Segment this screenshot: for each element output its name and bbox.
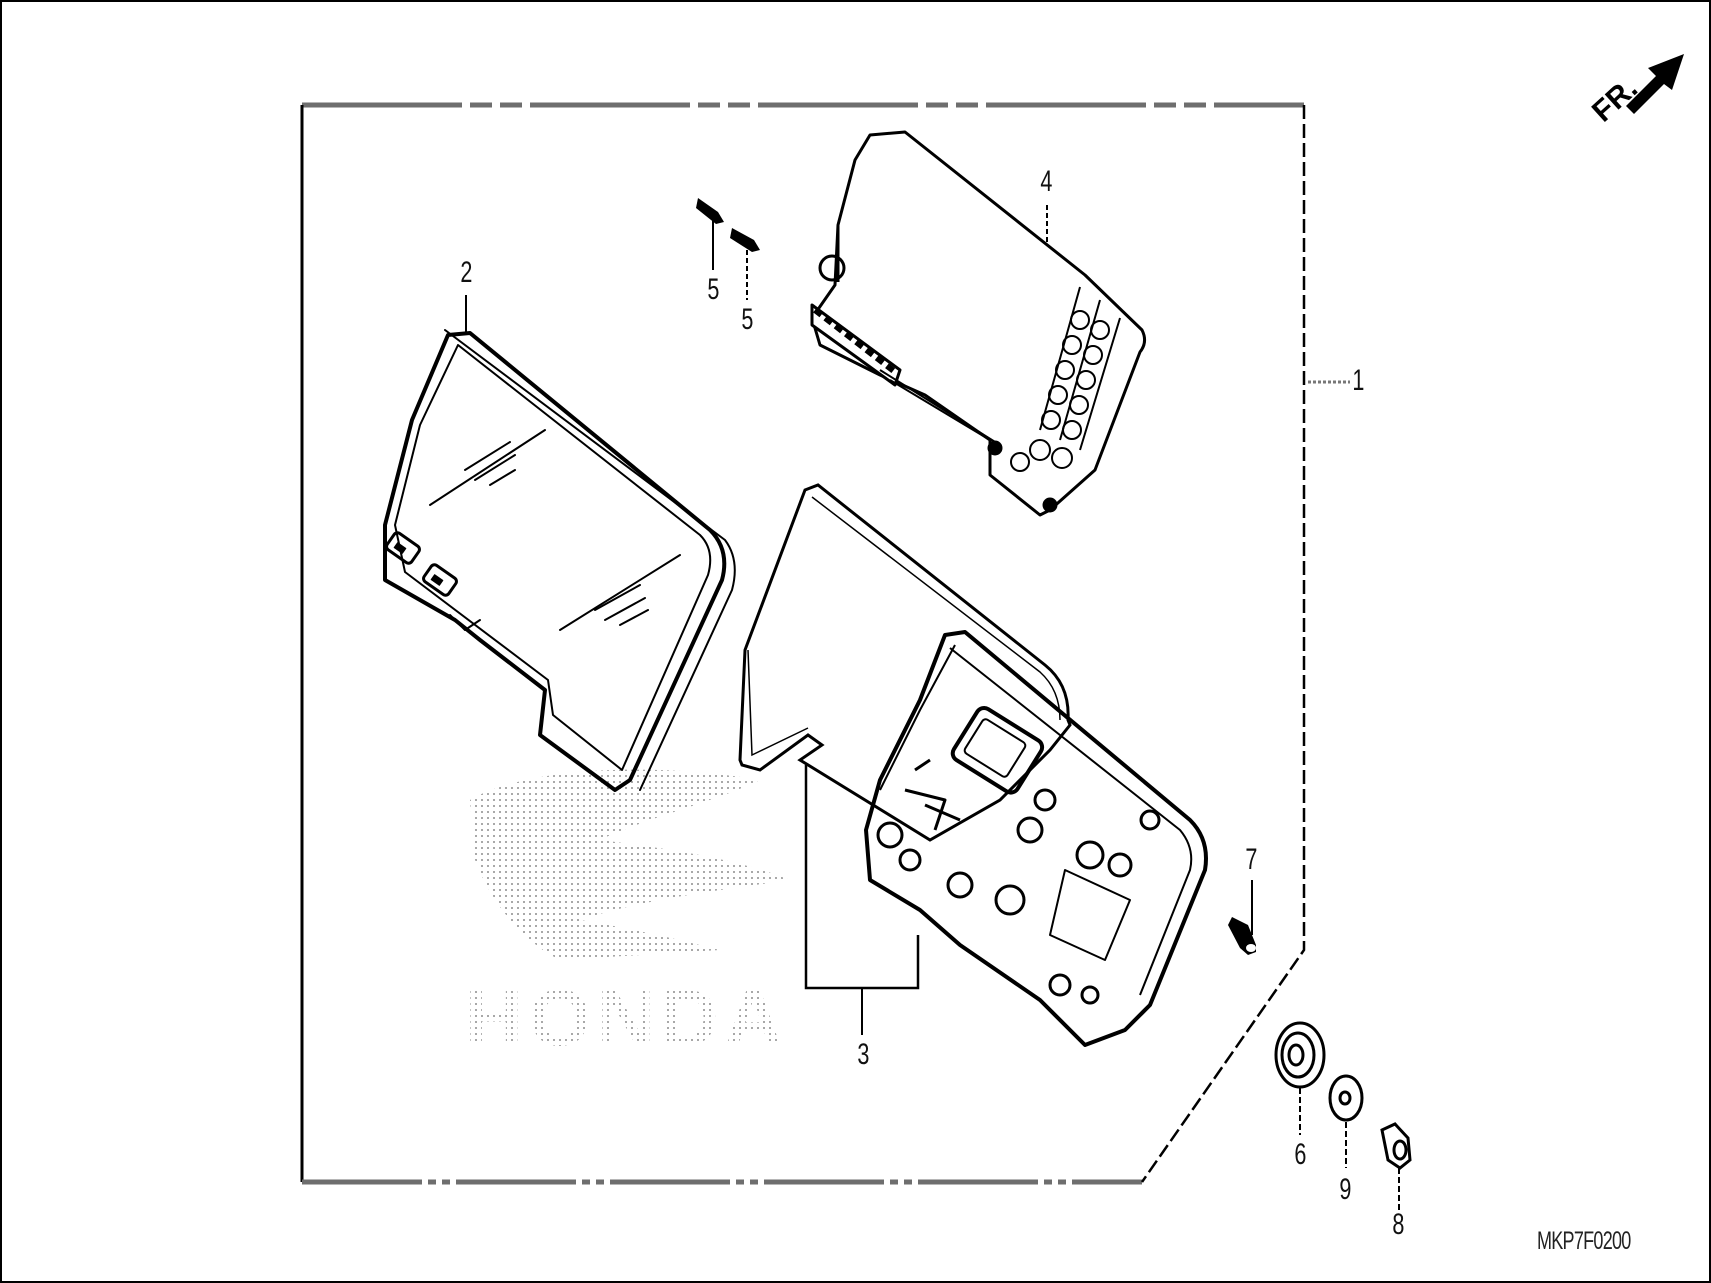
callout-2: 2 [460, 256, 473, 289]
gasket-leader [804, 765, 920, 1035]
callout-9: 9 [1339, 1173, 1352, 1206]
nut [1380, 1122, 1412, 1210]
callout-5a: 5 [707, 273, 720, 306]
front-arrow-icon [1626, 54, 1684, 114]
mounting-grommet [1274, 1021, 1326, 1135]
callout-3: 3 [857, 1038, 870, 1071]
callout-6: 6 [1294, 1138, 1307, 1171]
assembly-frame [300, 102, 1350, 1185]
callout-1: 1 [1352, 364, 1365, 397]
callout-8: 8 [1392, 1208, 1405, 1241]
meter-lens-case [383, 329, 736, 792]
svg-text:HONDA: HONDA [465, 973, 788, 1062]
leader-lines [465, 205, 1048, 333]
callout-7: 7 [1245, 843, 1258, 876]
callout-5b: 5 [741, 303, 754, 336]
callout-4: 4 [1040, 165, 1053, 198]
meter-case-housing [864, 630, 1208, 1047]
meter-rear-cover [810, 130, 1147, 517]
drawing-code: MKP7F0200 [1537, 1227, 1631, 1255]
tapping-screw [1228, 880, 1256, 955]
meter-screws [696, 198, 760, 252]
honda-watermark: HONDA [465, 769, 790, 1062]
washer [1328, 1074, 1364, 1168]
front-direction-indicator: FR. [1586, 44, 1696, 144]
